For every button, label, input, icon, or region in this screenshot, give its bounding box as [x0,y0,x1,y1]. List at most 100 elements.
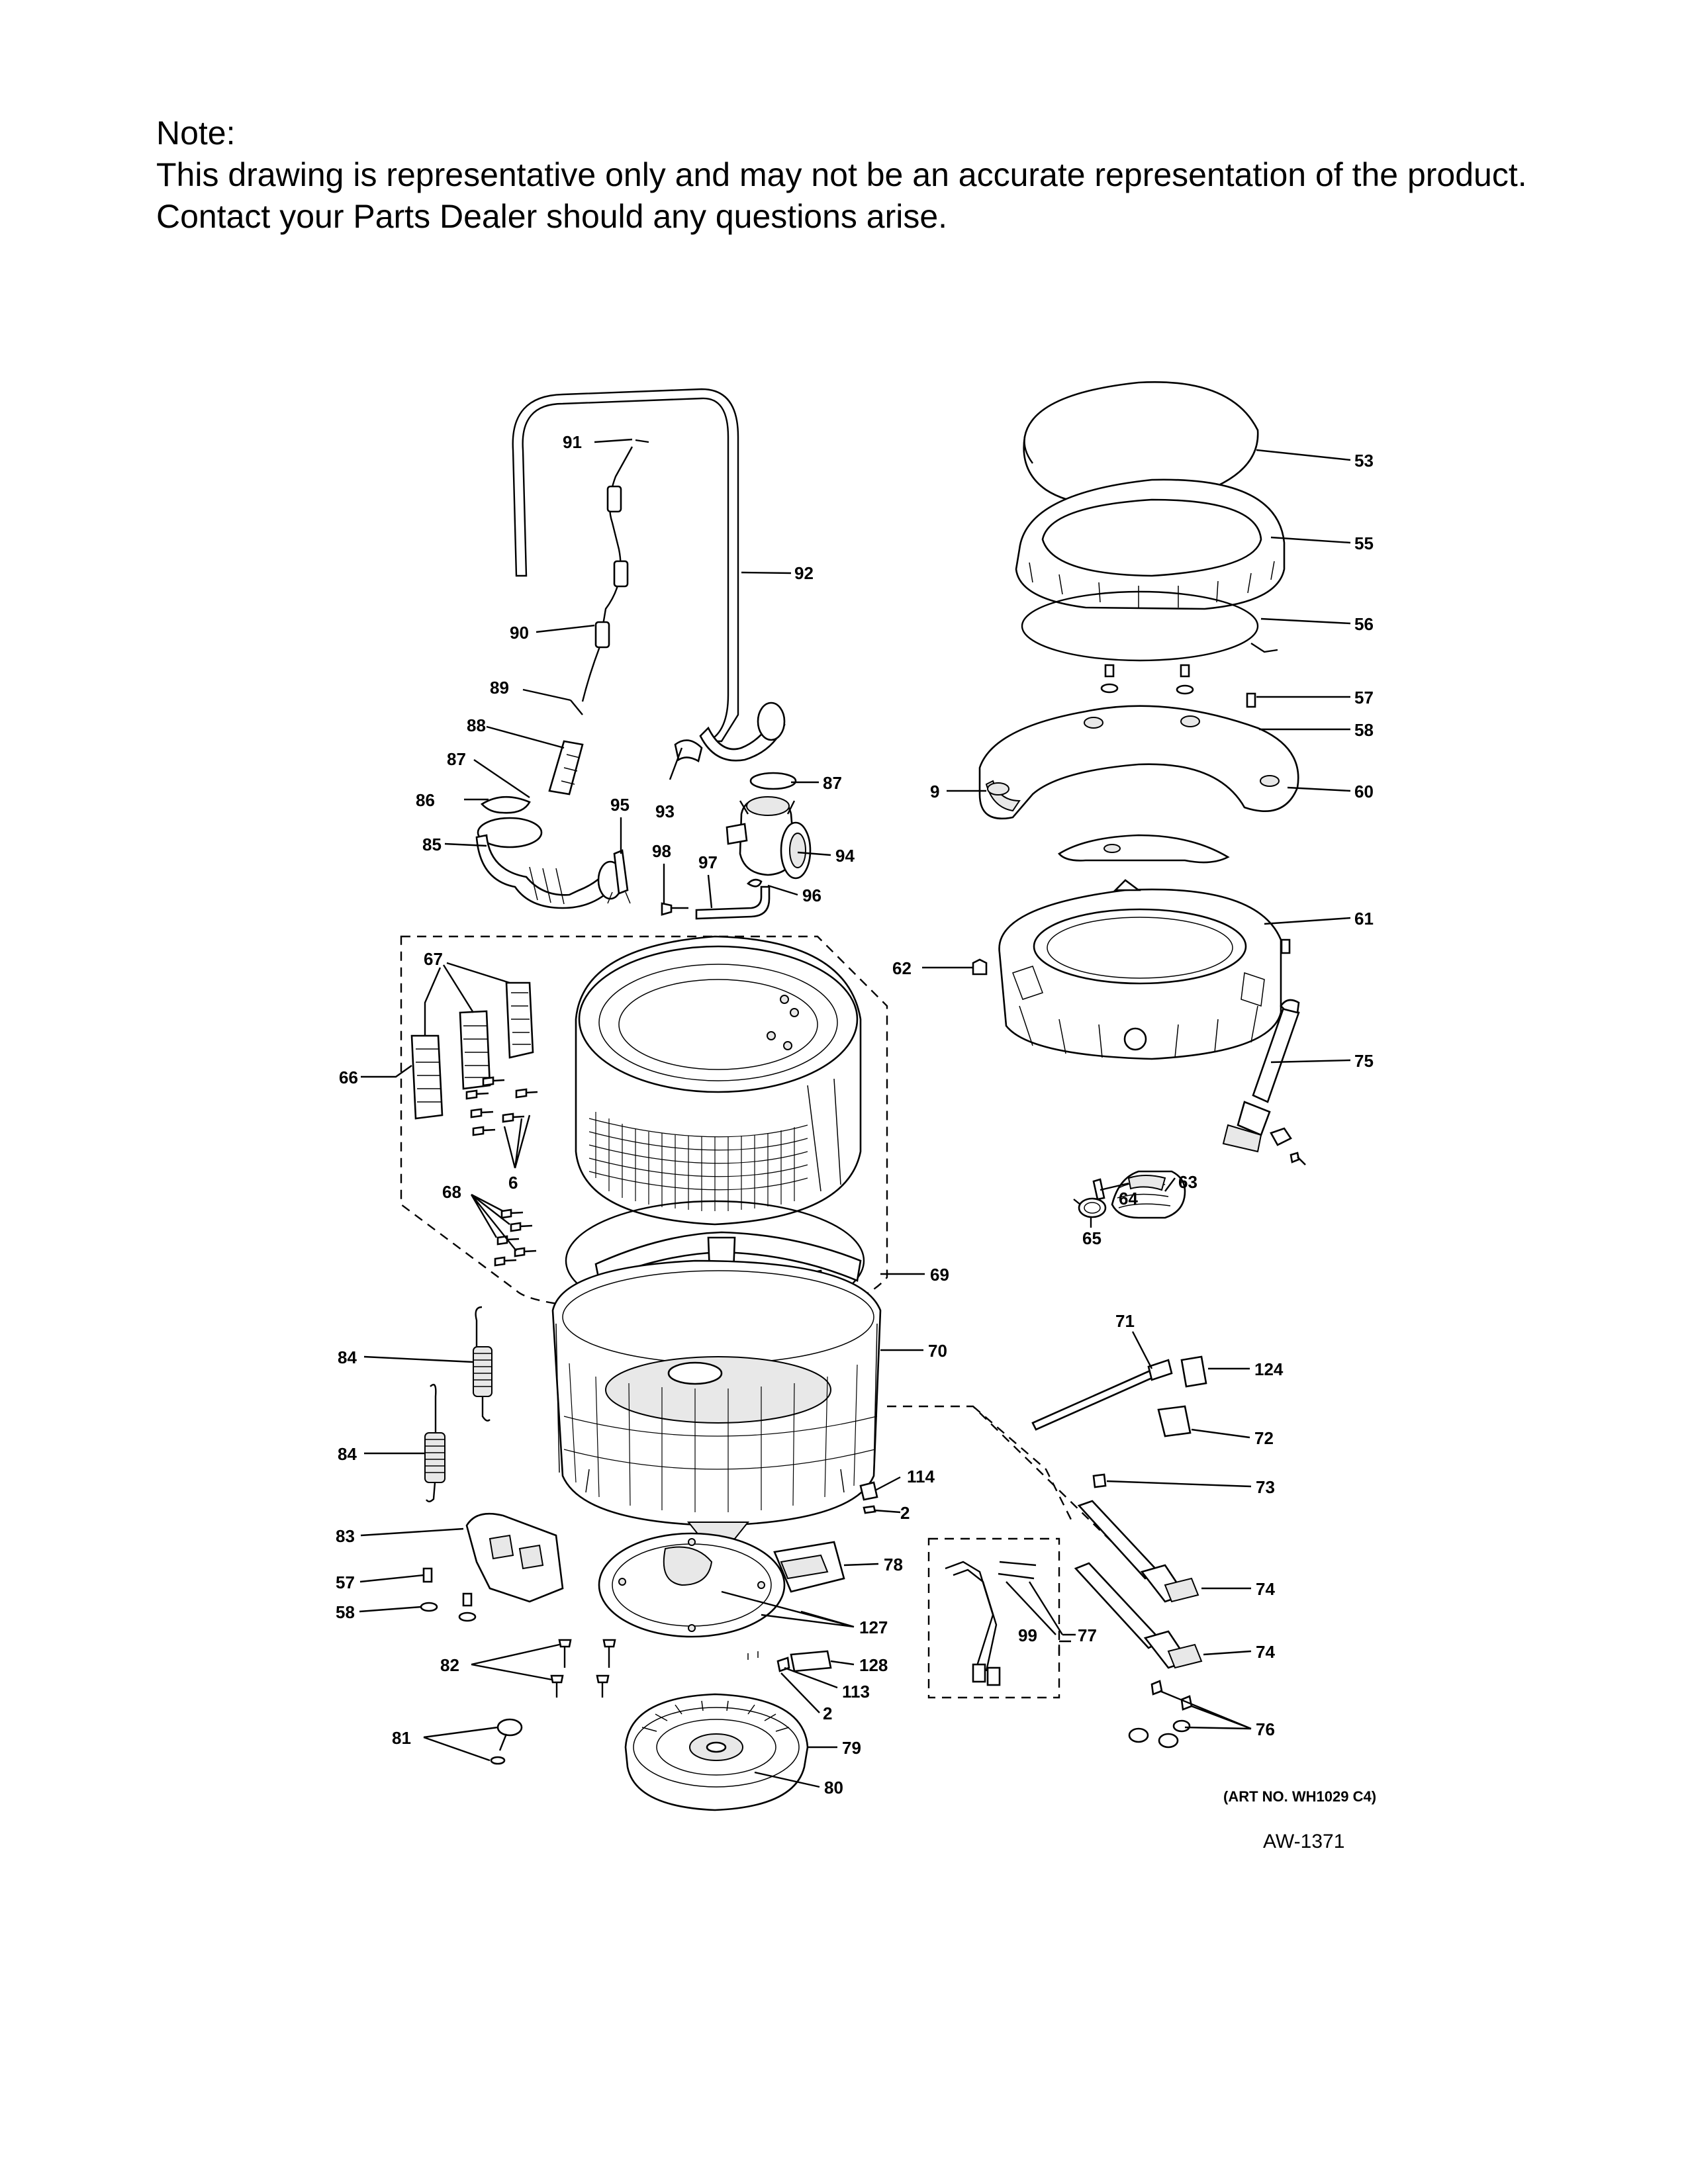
part-114-bracket [859,1481,878,1501]
callout-53: 53 [1354,451,1374,471]
callout-labels: 91 92 90 89 88 87 86 85 95 93 87 94 98 9… [336,432,1376,1852]
callout-74-upper: 74 [1256,1579,1275,1599]
part-66-basket [575,935,862,1226]
part-95-connector [607,849,631,904]
part-55-tub-cover [1015,478,1286,610]
callout-57-top: 57 [1354,688,1374,707]
callout-92: 92 [794,563,814,583]
part-98-screw [661,902,688,916]
callout-89: 89 [490,678,509,698]
callout-87-left: 87 [447,749,466,769]
callout-91: 91 [563,432,582,452]
callout-96: 96 [802,886,821,905]
part-92-hose [512,388,739,743]
callout-124: 124 [1254,1359,1284,1379]
callout-88: 88 [467,715,486,735]
part-60-balance-ring [978,705,1299,864]
callout-65: 65 [1082,1228,1102,1248]
part-61-tub-top [998,879,1282,1060]
part-93-clip [674,739,703,763]
part-67-weights [410,981,534,1120]
callout-66: 66 [339,1068,358,1087]
callout-114: 114 [907,1467,935,1486]
callout-74-lower: 74 [1256,1642,1275,1662]
callout-57-lower: 57 [336,1572,355,1592]
part-128-sensor [790,1650,832,1672]
part-84-springs [424,1306,492,1502]
callout-9: 9 [930,782,939,801]
callout-56: 56 [1354,614,1374,634]
callout-76: 76 [1256,1719,1275,1739]
part-124-cap [1180,1355,1207,1388]
note-line-2: Contact your Parts Dealer should any que… [156,198,948,235]
part-62-screw [972,958,988,976]
part-78-stator-cover [598,1532,845,1638]
part-71-rod [1031,1369,1156,1431]
part-77-harness-kit-boundary [927,1537,1060,1699]
callout-95: 95 [610,795,630,815]
callout-58-lower: 58 [336,1602,355,1622]
note-line-1: This drawing is representative only and … [156,156,1527,193]
callout-68: 68 [442,1182,461,1202]
callout-64: 64 [1119,1189,1138,1208]
part-97-hose [695,886,771,920]
callout-128: 128 [859,1655,888,1675]
part-68-screws [494,1208,537,1267]
callout-77: 77 [1078,1625,1097,1645]
callout-113: 113 [842,1682,870,1702]
part-65-clamp [1073,1197,1107,1218]
callout-99: 99 [1018,1625,1037,1645]
callout-69: 69 [930,1265,949,1285]
callout-84-lower: 84 [338,1444,357,1464]
callout-90: 90 [510,623,529,643]
part-127-screws [747,1651,759,1660]
callout-87-right: 87 [823,773,842,793]
callout-55: 55 [1354,533,1374,553]
part-53-gasket [1023,381,1259,506]
callout-61: 61 [1354,909,1374,929]
part-82-bolts [550,1639,616,1698]
part-6-screws [465,1076,538,1136]
part-96-clamp [746,878,763,887]
part-79-rotor [624,1693,809,1811]
part-83-bracket [465,1512,564,1603]
callout-83: 83 [336,1526,355,1546]
callout-72: 72 [1254,1428,1274,1448]
callout-80: 80 [824,1778,843,1797]
callout-97: 97 [698,852,718,872]
tub-cover-group [972,381,1306,1219]
callout-86: 86 [416,790,435,810]
part-89-tie [570,700,583,715]
callout-84-upper: 84 [338,1347,357,1367]
part-56-seal-ring [1021,590,1259,662]
part-81-feet [490,1718,523,1765]
part-57-58-lower [420,1567,477,1622]
drawing-number: AW-1371 [1263,1831,1344,1852]
callout-73: 73 [1256,1477,1275,1497]
callout-82: 82 [440,1655,459,1675]
callout-98: 98 [652,841,671,861]
part-63-bellows [1111,1170,1186,1219]
callout-81: 81 [392,1728,411,1748]
note-heading: Note: [156,114,236,152]
disclaimer-note: Note: This drawing is representative onl… [156,113,1613,238]
part-99-harness [945,1561,1037,1686]
callout-2-lower: 2 [823,1704,832,1723]
part-73-screw [1092,1473,1107,1488]
part-64-pin [1092,1178,1105,1201]
callout-127: 127 [859,1617,888,1637]
callout-2-upper: 2 [900,1503,910,1523]
part-70-outer-tub [551,1259,882,1539]
right-lower-group [927,1355,1207,1749]
callout-70: 70 [928,1341,947,1361]
guide-lines [887,1405,1113,1543]
part-74-dampers [1074,1500,1203,1669]
part-85-bellows [475,740,624,909]
art-number: (ART NO. WH1029 C4) [1223,1788,1376,1805]
part-75-damper [1222,999,1306,1165]
callout-78: 78 [884,1555,903,1574]
part-94-pump [726,796,812,880]
callout-93: 93 [655,801,675,821]
callout-62: 62 [892,958,912,978]
